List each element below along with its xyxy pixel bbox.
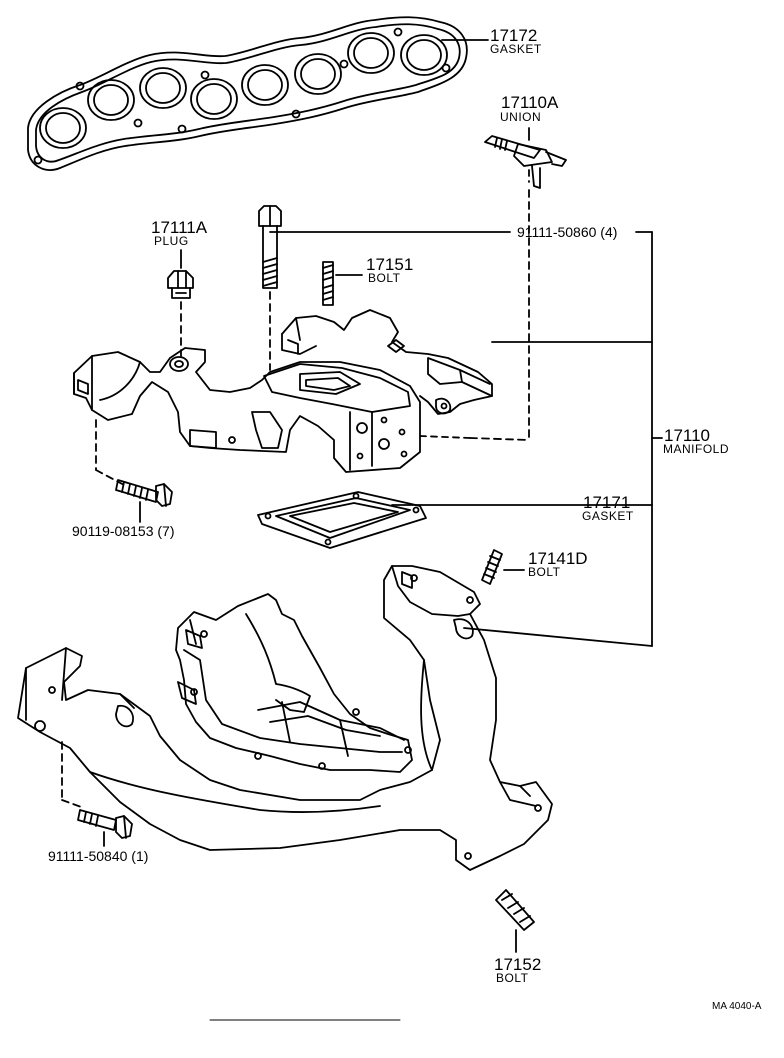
intake-manifold-drawing [74, 190, 652, 486]
part-number-90119-08153: 90119-08153 (7) [72, 523, 175, 539]
part-number-91111-50860: 91111-50860 (4) [517, 224, 618, 240]
union-17110a-drawing [485, 128, 566, 188]
part-name-gasket-17172: GASKET [490, 42, 542, 56]
exhaust-manifold-drawing [18, 566, 652, 870]
part-number-17111a: 17111A [151, 218, 208, 237]
bolt-91111-50860-drawing [259, 206, 510, 370]
bolt-17141d-drawing [482, 550, 524, 584]
diagram-code: MA 4040-A [712, 1001, 762, 1012]
part-number-17110: 17110 [664, 426, 711, 445]
gasket-17171-drawing [258, 492, 652, 548]
part-number-17172: 17172 [490, 26, 538, 45]
bolt-91111-50840-drawing [78, 810, 132, 846]
part-name-bolt-17151: BOLT [368, 271, 401, 285]
part-name-union: UNION [500, 110, 542, 124]
part-name-manifold: MANIFOLD [663, 442, 730, 456]
bolt-90119-08153-drawing [116, 480, 172, 522]
part-number-17151: 17151 [366, 255, 414, 274]
part-number-17110a: 17110A [501, 93, 559, 112]
gasket-17172-drawing [28, 17, 488, 170]
part-name-bolt-17152: BOLT [496, 971, 529, 985]
part-number-91111-50840: 91111-50840 (1) [48, 848, 149, 864]
bolt-17151-drawing [323, 262, 362, 305]
bolt-17152-drawing [496, 890, 534, 952]
plug-17111a-drawing [168, 250, 193, 356]
part-name-gasket-17171: GASKET [582, 509, 634, 523]
part-name-plug: PLUG [154, 234, 189, 248]
part-number-17171: 17171 [583, 493, 631, 512]
manifold-leader-bracket [636, 232, 662, 646]
part-name-bolt-17141d: BOLT [528, 565, 561, 579]
part-number-17141d: 17141D [528, 549, 588, 568]
part-number-17152: 17152 [494, 955, 542, 974]
